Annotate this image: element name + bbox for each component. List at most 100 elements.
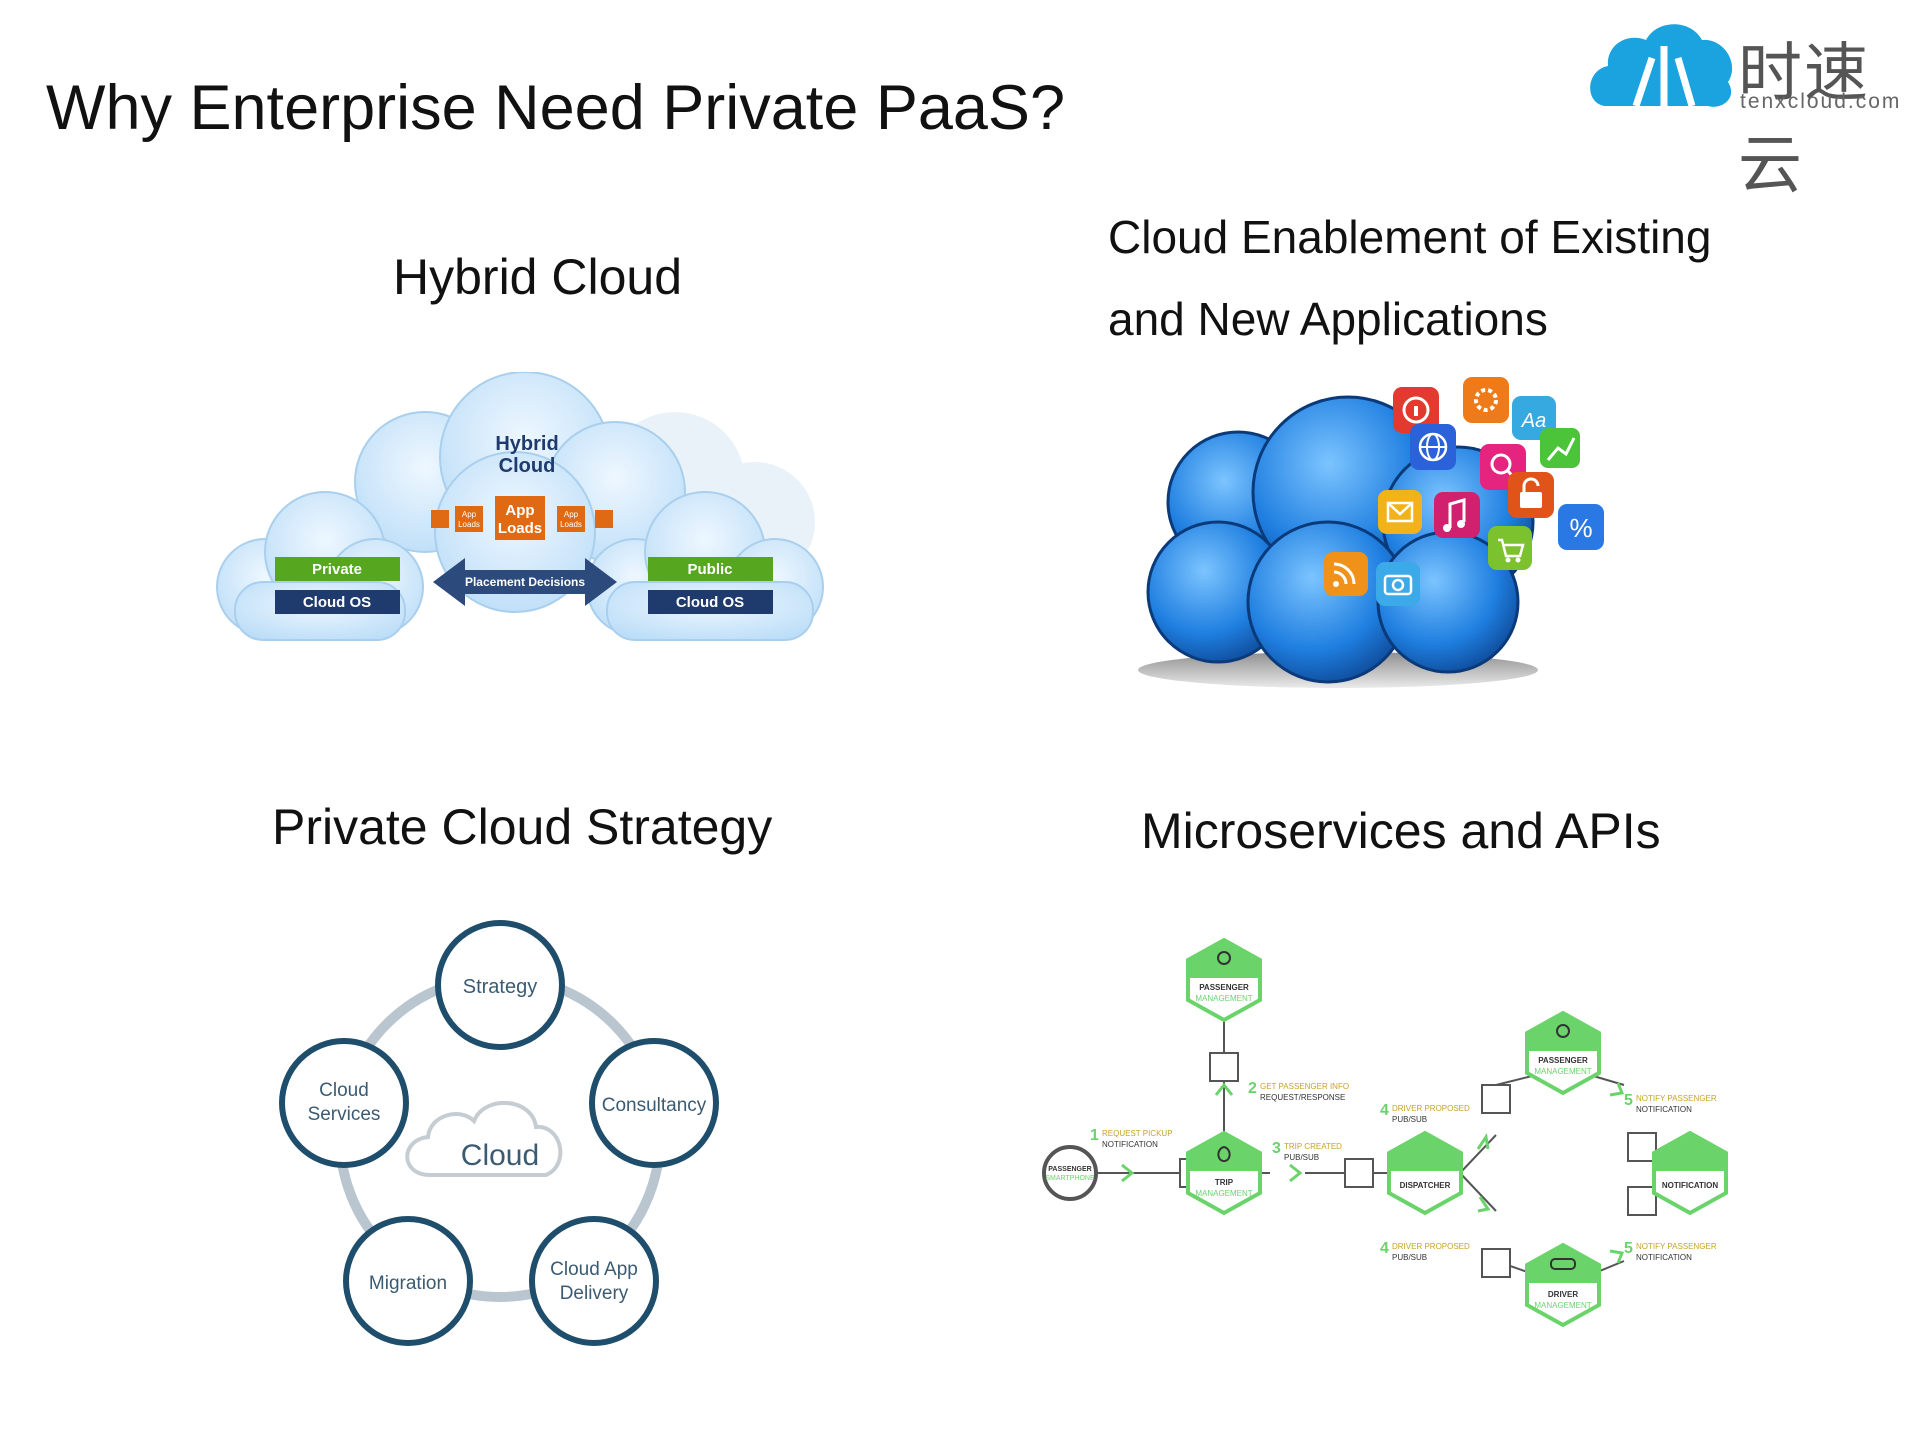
cloud-services-label-1: Cloud (319, 1080, 369, 1101)
svg-text:TRIP CREATED: TRIP CREATED (1284, 1142, 1342, 1151)
cloud-enablement-heading-line2: and New Applications (1108, 293, 1548, 345)
svg-text:NOTIFICATION: NOTIFICATION (1102, 1140, 1158, 1149)
passenger-management-node-right: PASSENGER MANAGEMENT (1525, 1011, 1601, 1095)
gear-icon (1463, 377, 1509, 423)
private-os-label: Cloud OS (303, 594, 371, 611)
location-pin-icon (1217, 1145, 1231, 1163)
svg-text:PUB/SUB: PUB/SUB (1284, 1153, 1319, 1162)
private-badge (275, 557, 400, 581)
step-5b-label: 5 NOTIFY PASSENGER NOTIFICATION (1624, 1240, 1717, 1262)
strategy-node: Strategy (435, 920, 565, 1050)
svg-text:4: 4 (1380, 1240, 1389, 1257)
driver-mgmt-label-1: DRIVER (1548, 1290, 1578, 1299)
center-cloud-label: Cloud (461, 1139, 539, 1172)
private-label: Private (312, 561, 362, 578)
music-icon (1434, 492, 1480, 538)
svg-text:GET PASSENGER INFO: GET PASSENGER INFO (1260, 1082, 1349, 1091)
info-icon (1393, 387, 1439, 433)
app-load-block-small (455, 506, 483, 532)
trip-management-node: TRIP MANAGEMENT (1186, 1131, 1262, 1215)
cloud-logo-icon (1590, 24, 1733, 108)
consultancy-node: Consultancy (589, 1038, 719, 1168)
microservices-diagram: PASSENGER SMARTPHONE PASSENGER MANAGEMEN… (1042, 938, 1728, 1327)
public-os-badge (648, 590, 773, 614)
placement-decisions-label: Placement Decisions (465, 575, 585, 589)
flow-arrow-icons (1121, 1082, 1625, 1264)
app-loads-small-label-1: App (462, 510, 477, 519)
public-os-label: Cloud OS (676, 594, 744, 611)
globe-icon (1410, 424, 1456, 470)
passenger-smartphone-label-2: SMARTPHONE (1045, 1175, 1095, 1182)
logo-brand-cn: 时速云 (1738, 37, 1870, 201)
app-loads-big-label-2: Loads (498, 520, 542, 537)
step-3-label: 3 TRIP CREATED PUB/SUB (1272, 1140, 1342, 1162)
svg-text:DRIVER PROPOSED: DRIVER PROPOSED (1392, 1104, 1470, 1113)
step-1-label: 1 REQUEST PICKUP NOTIFICATION (1090, 1127, 1173, 1149)
hybrid-cloud-heading: Hybrid Cloud (393, 249, 683, 305)
cart-icon (1488, 526, 1532, 570)
svg-text:REQUEST PICKUP: REQUEST PICKUP (1102, 1129, 1173, 1138)
app-loads-small-label-1: App (564, 510, 579, 519)
svg-text:REQUEST/RESPONSE: REQUEST/RESPONSE (1260, 1093, 1345, 1102)
app-load-block-small (557, 506, 585, 532)
logo-brand-en: tenxcloud.com (1740, 90, 1902, 113)
migration-label: Migration (369, 1273, 447, 1294)
notification-label: NOTIFICATION (1662, 1181, 1719, 1190)
slide-title: Why Enterprise Need Private PaaS? (46, 73, 1065, 143)
lock-icon (1508, 472, 1554, 518)
queue-boxes (1179, 1052, 1657, 1278)
svg-text:PUB/SUB: PUB/SUB (1392, 1253, 1427, 1262)
passenger-mgmt-label-2: MANAGEMENT (1195, 994, 1252, 1003)
hybrid-cloud-label-2: Cloud (499, 455, 556, 477)
notification-node: NOTIFICATION (1652, 1131, 1728, 1215)
cloud-services-node: Cloud Services (279, 1038, 409, 1168)
cloud-app-delivery-label-1: Cloud App (550, 1259, 638, 1280)
placement-arrow-icon (433, 558, 617, 606)
cloud-enablement-heading-line1: Cloud Enablement of Existing (1108, 211, 1712, 263)
hybrid-cloud-diagram: Hybrid Cloud App Loads App Loads App Loa… (216, 372, 824, 641)
private-cloud-strategy-diagram: Cloud Strategy Consultancy Cloud App Del… (279, 920, 719, 1346)
passenger-smartphone-label-1: PASSENGER (1048, 1166, 1091, 1173)
svg-text:1: 1 (1090, 1127, 1099, 1144)
cloud-app-delivery-label-2: Delivery (560, 1283, 629, 1304)
cloud-services-label-2: Services (308, 1104, 381, 1125)
trip-mgmt-label-2: MANAGEMENT (1195, 1189, 1252, 1198)
cloud-apps-illustration: Aa % (1138, 377, 1604, 688)
svg-text:DRIVER PROPOSED: DRIVER PROPOSED (1392, 1242, 1470, 1251)
passenger-mgmt-label-1: PASSENGER (1199, 983, 1249, 992)
person-icon (1556, 1024, 1570, 1038)
driver-mgmt-label-2: MANAGEMENT (1534, 1301, 1591, 1310)
svg-text:5: 5 (1624, 1092, 1633, 1109)
step-4b-label: 4 DRIVER PROPOSED PUB/SUB (1380, 1240, 1470, 1262)
passenger-mgmt-label-2: MANAGEMENT (1534, 1067, 1591, 1076)
font-glyph: Aa (1521, 410, 1546, 432)
dispatcher-node: DISPATCHER (1387, 1131, 1463, 1215)
svg-text:2: 2 (1248, 1080, 1257, 1097)
cloud-app-delivery-node: Cloud App Delivery (529, 1216, 659, 1346)
svg-text:NOTIFY PASSENGER: NOTIFY PASSENGER (1636, 1094, 1717, 1103)
app-load-block (595, 510, 613, 528)
svg-text:4: 4 (1380, 1102, 1389, 1119)
private-cloud-strategy-heading: Private Cloud Strategy (272, 799, 773, 855)
passenger-management-node-top: PASSENGER MANAGEMENT (1186, 938, 1262, 1022)
car-icon (1550, 1258, 1576, 1270)
blue-cloud-shape (1146, 395, 1535, 684)
passenger-mgmt-label-1: PASSENGER (1538, 1056, 1588, 1065)
private-os-badge (275, 590, 400, 614)
percent-icon: % (1558, 504, 1604, 550)
rss-icon (1324, 552, 1368, 596)
svg-text:NOTIFICATION: NOTIFICATION (1636, 1105, 1692, 1114)
migration-node: Migration (343, 1216, 473, 1346)
svg-text:5: 5 (1624, 1240, 1633, 1257)
app-loads-small-label-2: Loads (458, 520, 480, 529)
center-cloud-icon (405, 1100, 563, 1177)
person-icon (1217, 951, 1231, 965)
mail-icon (1378, 490, 1422, 534)
step-4a-label: 4 DRIVER PROPOSED PUB/SUB (1380, 1102, 1470, 1124)
consultancy-label: Consultancy (602, 1095, 707, 1116)
strategy-label: Strategy (463, 976, 537, 998)
app-loads-big-label-1: App (505, 502, 534, 519)
public-label: Public (687, 561, 732, 578)
percent-glyph: % (1569, 513, 1592, 543)
step-2-label: 2 GET PASSENGER INFO REQUEST/RESPONSE (1248, 1080, 1349, 1102)
